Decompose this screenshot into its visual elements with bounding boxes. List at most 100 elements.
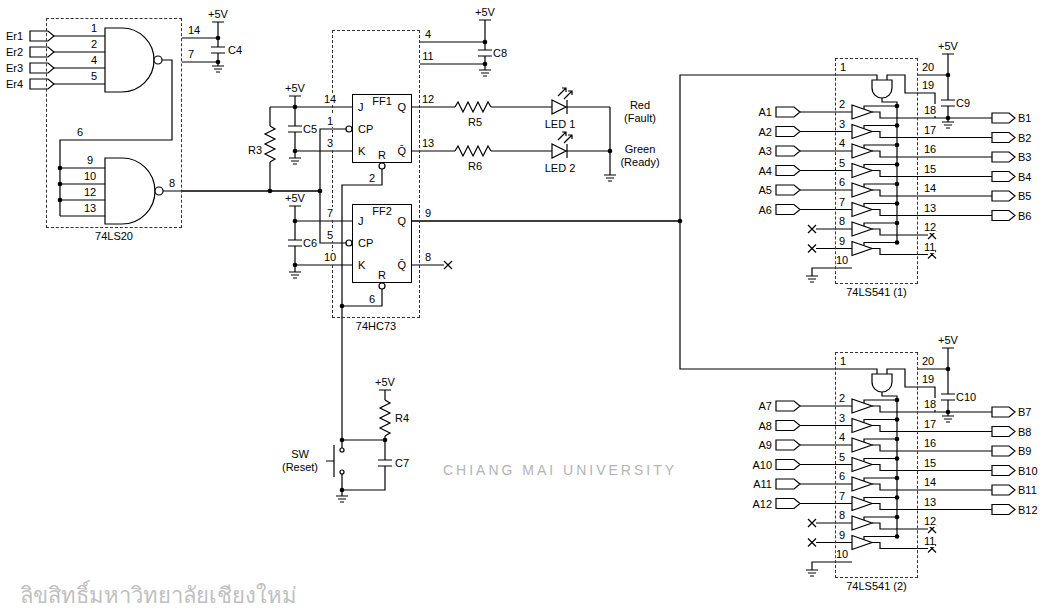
junction-dot: [58, 166, 63, 171]
schematic-label: 1: [91, 22, 97, 34]
schematic-label: Er2: [6, 46, 23, 58]
schematic-label: 8: [169, 177, 175, 189]
junction-dot: [895, 201, 900, 206]
junction-dot: [895, 534, 900, 539]
schematic-label: C4: [228, 44, 242, 56]
schematic-label: 7: [188, 48, 194, 60]
ic-package: 74LS20: [46, 18, 182, 228]
junction-dot: [895, 104, 900, 109]
schematic-label: 16: [924, 437, 936, 449]
schematic-label: 2: [91, 38, 97, 50]
schematic-label: 3: [839, 412, 845, 424]
schematic-label: 9: [87, 154, 93, 166]
schematic-label: 4: [839, 431, 845, 443]
junction-dot: [340, 438, 345, 443]
bus-terminal: [776, 107, 1015, 221]
schematic-label: 13: [84, 202, 96, 214]
schematic-label: R3: [248, 144, 262, 156]
schematic-label: 6: [839, 176, 845, 188]
watermark: ลิขสิทธิ์มหาวิทยาลัยเชียงใหม่: [20, 582, 297, 610]
inversion-bubble: [154, 56, 162, 64]
schematic-label: B11: [1018, 484, 1037, 496]
schematic-label: A5: [759, 184, 772, 196]
schematic-label: 19: [922, 373, 934, 385]
schematic-label: Er1: [6, 30, 23, 42]
switch-contact: [340, 448, 344, 452]
part-number: 74HC73: [356, 320, 396, 333]
schematic-label: 5: [839, 157, 845, 169]
junction-dot: [216, 60, 221, 65]
schematic-label: J: [358, 101, 364, 113]
schematic-label: A8: [759, 420, 772, 432]
junction-dot: [895, 221, 900, 226]
junction-dot: [483, 62, 488, 67]
schematic-label: 2: [369, 172, 375, 184]
junction-dot: [608, 149, 613, 154]
junction-dot: [483, 40, 488, 45]
junction-dot: [895, 476, 900, 481]
schematic-label: B10: [1018, 465, 1038, 477]
schematic-label: B4: [1018, 171, 1031, 183]
schematic-label: CP: [358, 123, 373, 135]
schematic-label: 2: [839, 392, 845, 404]
junction-dot: [946, 367, 951, 372]
schematic-label: 6: [839, 470, 845, 482]
schematic-label: A4: [759, 165, 772, 177]
schematic-label: 18: [924, 398, 936, 410]
schematic-label: A6: [759, 204, 772, 216]
schematic-label: B6: [1018, 210, 1031, 222]
schematic-label: Q: [397, 101, 406, 113]
schematic-label: 4: [425, 28, 431, 40]
junction-dot: [293, 263, 298, 268]
junction-dot: [895, 495, 900, 500]
schematic-label: 7: [327, 207, 333, 219]
junction-dot: [678, 219, 683, 224]
schematic-label: 20: [922, 355, 934, 367]
signal-wire: [412, 221, 835, 369]
inversion-bubble: [379, 283, 385, 289]
wire: [800, 369, 992, 570]
part-number: 74LS541 (2): [846, 580, 907, 593]
ic-package: 74LS541 (2): [835, 352, 918, 578]
schematic-label: B1: [1018, 112, 1031, 124]
schematic-label: 16: [924, 143, 936, 155]
schematic-label: 17: [924, 418, 936, 430]
part-number: 74LS20: [95, 230, 133, 243]
ground-symbol: [212, 66, 616, 502]
junction-dot: [895, 398, 900, 403]
schematic-label: B12: [1018, 504, 1038, 516]
schematic-label: 1: [840, 355, 846, 367]
junction-dot: [58, 182, 63, 187]
no-connect-mark: [444, 261, 452, 269]
ground-symbol: [806, 416, 954, 576]
schematic-label: 13: [924, 496, 936, 508]
junction-dot: [946, 116, 951, 121]
schematic-label: Red (Fault): [617, 99, 663, 125]
junction-dot: [946, 410, 951, 415]
schematic-strokes: [30, 20, 616, 502]
no-connect-mark: [808, 519, 936, 553]
schematic-label: 5: [327, 229, 333, 241]
junction-dot: [216, 36, 221, 41]
junction-dot: [340, 488, 345, 493]
schematic-label: C7: [395, 457, 409, 469]
schematic-label: B9: [1018, 445, 1031, 457]
schematic-label: B7: [1018, 406, 1031, 418]
schematic-label: 11: [422, 50, 433, 62]
schematic-label: 7: [839, 490, 845, 502]
schematic-label: Q̄: [397, 145, 406, 157]
schematic-label: R4: [395, 412, 409, 424]
schematic-label: +5V: [938, 334, 958, 346]
watermark: CHIANG MAI UNIVERSITY: [443, 462, 677, 478]
wire: [800, 75, 992, 276]
schematic-label: J: [358, 215, 364, 227]
junction-dots: [58, 36, 683, 493]
enable-gate: [872, 80, 892, 98]
junction-dot: [340, 304, 345, 309]
junction-dot: [58, 198, 63, 203]
junction-dot: [268, 189, 273, 194]
junction-dot: [946, 73, 951, 78]
schematic-label: 7: [839, 196, 845, 208]
power-rail: [212, 20, 491, 400]
